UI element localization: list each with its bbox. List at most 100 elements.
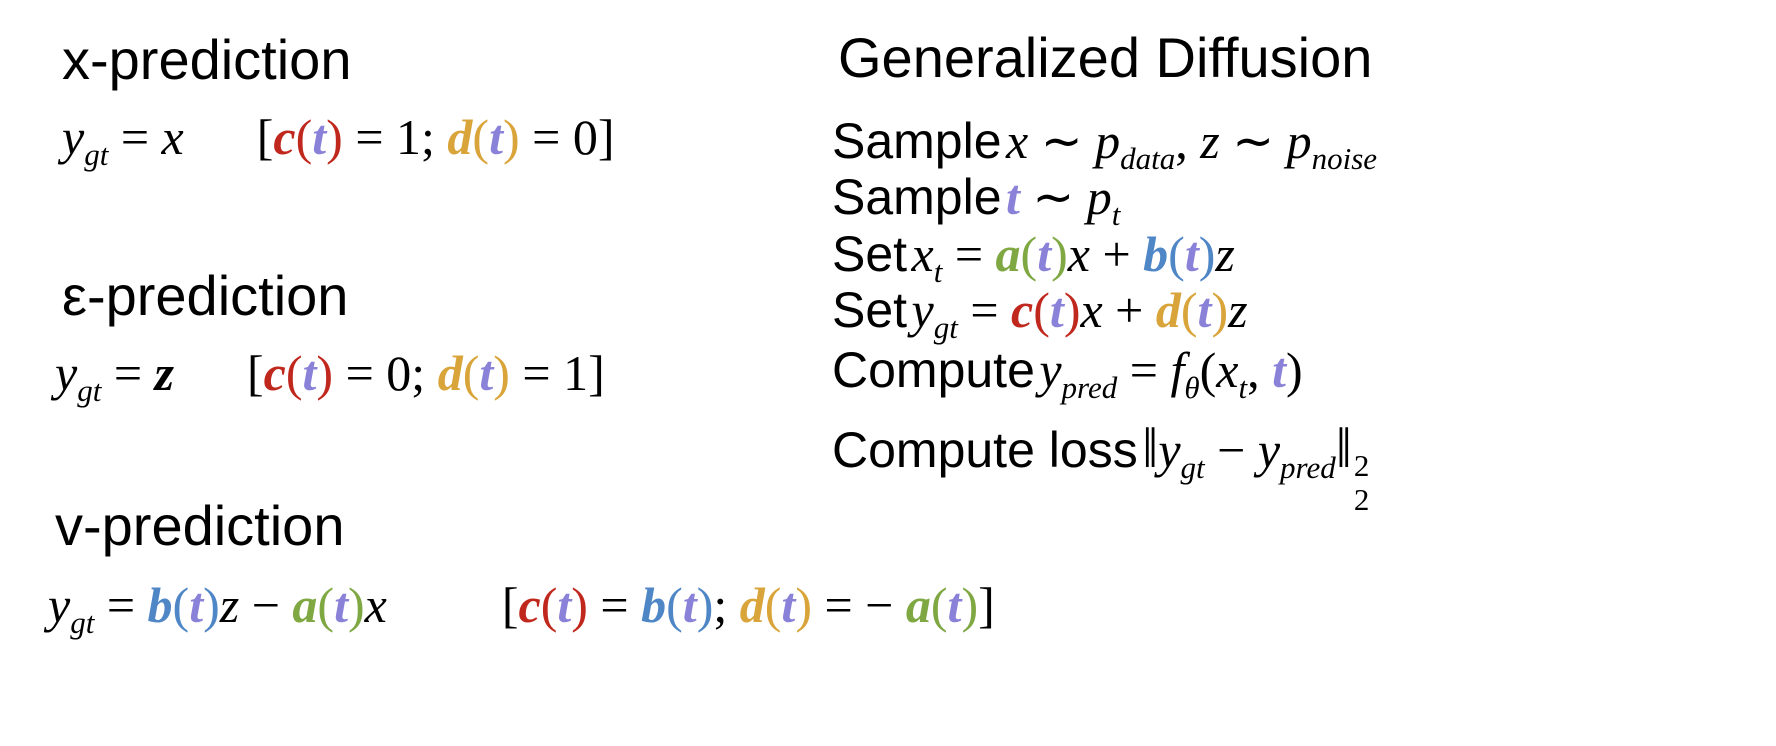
math-symbol: noise: [1311, 140, 1378, 176]
math-symbol: =: [824, 577, 853, 633]
math-symbol: x: [161, 109, 184, 165]
math-symbol: t: [189, 577, 204, 633]
math-symbol: ): [961, 577, 979, 633]
math-symbol: t ∼ pt: [1006, 169, 1120, 230]
math-symbol: c: [263, 345, 286, 401]
math-symbol: ;: [411, 345, 426, 401]
math-symbol: ): [326, 109, 343, 165]
math-symbol: ∼: [1032, 169, 1075, 225]
math-symbol: ): [493, 345, 510, 401]
math-symbol: x ∼ pdata, z ∼ pnoise: [1006, 113, 1377, 174]
math-symbol: ∼: [1040, 113, 1083, 169]
math-symbol: gt: [933, 309, 958, 345]
math-symbol: c: [518, 577, 541, 633]
math-symbol: ): [203, 577, 220, 633]
math-symbol: =: [355, 109, 384, 165]
math-symbol: t: [489, 109, 503, 165]
math-symbol: (: [1180, 282, 1198, 338]
math-symbol: =: [345, 345, 374, 401]
math-symbol: =: [600, 577, 629, 633]
math-symbol: a: [292, 577, 318, 633]
math-symbol: gt: [1180, 449, 1205, 485]
math-symbol: z: [1200, 113, 1220, 169]
math-symbol: (: [172, 577, 190, 633]
math-symbol: ): [1063, 282, 1081, 338]
math-symbol: 1: [563, 345, 589, 401]
math-symbol: y: [48, 577, 71, 633]
math-symbol: t: [1111, 196, 1121, 232]
math-symbol: ): [502, 109, 520, 165]
step-sample-data-noise: Sample x ∼ pdata, z ∼ pnoise: [832, 113, 1377, 174]
v-prediction-equation: ygt = b(t)z − a(t)x [c(t) = b(t); d(t) =…: [48, 577, 995, 638]
math-symbol: ;: [421, 109, 435, 165]
math-symbol: gt: [70, 604, 95, 640]
math-symbol: y: [911, 282, 934, 338]
math-symbol: p: [1095, 113, 1121, 169]
math-symbol: p: [1286, 113, 1312, 169]
x-prediction-title: x-prediction: [62, 28, 352, 91]
math-symbol: t: [682, 577, 697, 633]
math-symbol: ∼: [1232, 113, 1275, 169]
step-set-xt: Set xt = a(t)x + b(t)z: [832, 226, 1235, 287]
math-symbol: d: [1155, 282, 1181, 338]
math-symbol: (: [317, 577, 335, 633]
math-symbol: x: [911, 226, 934, 282]
math-symbol: =: [970, 282, 999, 338]
math-symbol: 2: [1353, 448, 1370, 484]
math-symbol: =: [106, 577, 136, 633]
math-symbol: y: [1158, 422, 1181, 478]
math-symbol: +: [1115, 282, 1144, 338]
math-symbol: Sample: [832, 169, 1002, 225]
epsilon-prediction-title: ε-prediction: [62, 264, 349, 327]
math-symbol: Compute loss: [832, 422, 1138, 478]
math-symbol: (: [1033, 282, 1050, 338]
math-symbol: xt = a(t)x + b(t)z: [911, 226, 1235, 287]
math-symbol: t: [312, 109, 327, 165]
math-symbol: [: [247, 345, 264, 401]
math-symbol: f: [1170, 342, 1185, 398]
math-symbol: pred: [1061, 369, 1118, 405]
math-symbol: ‖: [1142, 417, 1159, 480]
math-symbol: a: [905, 577, 931, 633]
math-symbol: −: [251, 577, 280, 633]
math-symbol: (: [764, 577, 782, 633]
math-symbol: t: [557, 577, 572, 633]
math-symbol: ): [795, 577, 812, 633]
math-symbol: b: [1143, 226, 1169, 282]
math-symbol: t: [1197, 282, 1212, 338]
math-symbol: −: [1217, 422, 1246, 478]
math-symbol: gt: [77, 372, 102, 408]
math-symbol: ,: [1175, 113, 1188, 169]
math-symbol: t: [1272, 342, 1286, 398]
math-symbol: b: [641, 577, 667, 633]
math-symbol: (: [462, 345, 480, 401]
math-symbol: 2: [1353, 482, 1370, 518]
step-sample-t: Sample t ∼ pt: [832, 169, 1120, 230]
math-symbol: d: [437, 345, 463, 401]
math-symbol: [: [256, 109, 274, 165]
math-symbol: z: [154, 345, 174, 401]
math-symbol: (: [295, 109, 313, 165]
math-symbol: (: [1168, 226, 1185, 282]
math-symbol: ]: [597, 109, 615, 165]
math-symbol: =: [113, 345, 143, 401]
math-symbol: ‖: [1335, 417, 1352, 480]
math-symbol: z: [1215, 226, 1235, 282]
math-symbol: z: [1228, 282, 1248, 338]
math-symbol: (: [1199, 342, 1217, 398]
math-symbol: x: [1080, 282, 1103, 338]
math-symbol: [: [501, 577, 519, 633]
math-symbol: 0: [572, 109, 598, 165]
math-symbol: t: [302, 345, 317, 401]
math-symbol: x: [1216, 342, 1239, 398]
math-symbol: =: [120, 109, 150, 165]
math-symbol: t: [1184, 226, 1199, 282]
math-symbol: ): [1211, 282, 1229, 338]
math-symbol: ): [696, 577, 714, 633]
math-symbol: (: [1020, 226, 1038, 282]
math-symbol: ypred = fθ(xt, t): [1039, 342, 1302, 403]
math-symbol: =: [532, 109, 561, 165]
x-prediction-equation: ygt = x [c(t) = 1; d(t) = 0]: [62, 109, 615, 170]
